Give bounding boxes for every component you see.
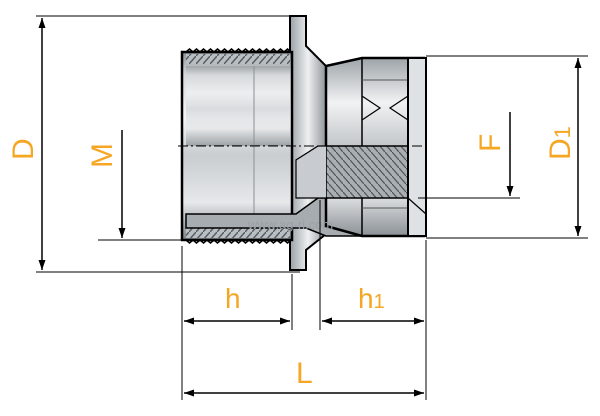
- dimension-M: M: [86, 130, 186, 241]
- thread-top-band: [186, 54, 290, 64]
- label-D1-base: D: [544, 138, 577, 160]
- thread-teeth-top: [185, 48, 292, 53]
- end-face: [407, 57, 427, 237]
- dimension-h: h: [181, 246, 293, 400]
- label-h1: h1: [358, 283, 385, 314]
- dimension-h1: h1: [319, 200, 427, 400]
- label-h1-sub: 1: [374, 291, 385, 313]
- dimension-D: D: [7, 15, 300, 273]
- watermark-text: www.ag-ri.com: [247, 217, 333, 232]
- thread-teeth-bottom: [185, 239, 292, 244]
- label-D1: D1: [544, 126, 577, 160]
- dimension-L: L: [184, 357, 424, 397]
- dimension-D1: D1: [426, 55, 588, 239]
- thread-bottom-band: [186, 228, 290, 238]
- label-D: D: [7, 138, 40, 160]
- label-M: M: [86, 143, 119, 168]
- label-F: F: [474, 134, 507, 152]
- female-thread: [325, 145, 409, 199]
- label-h: h: [225, 283, 241, 314]
- male-bore-upper: [186, 66, 290, 144]
- dimension-F: F: [418, 112, 520, 199]
- label-h1-base: h: [358, 283, 374, 314]
- label-L: L: [296, 357, 313, 390]
- label-D1-sub: 1: [550, 126, 575, 138]
